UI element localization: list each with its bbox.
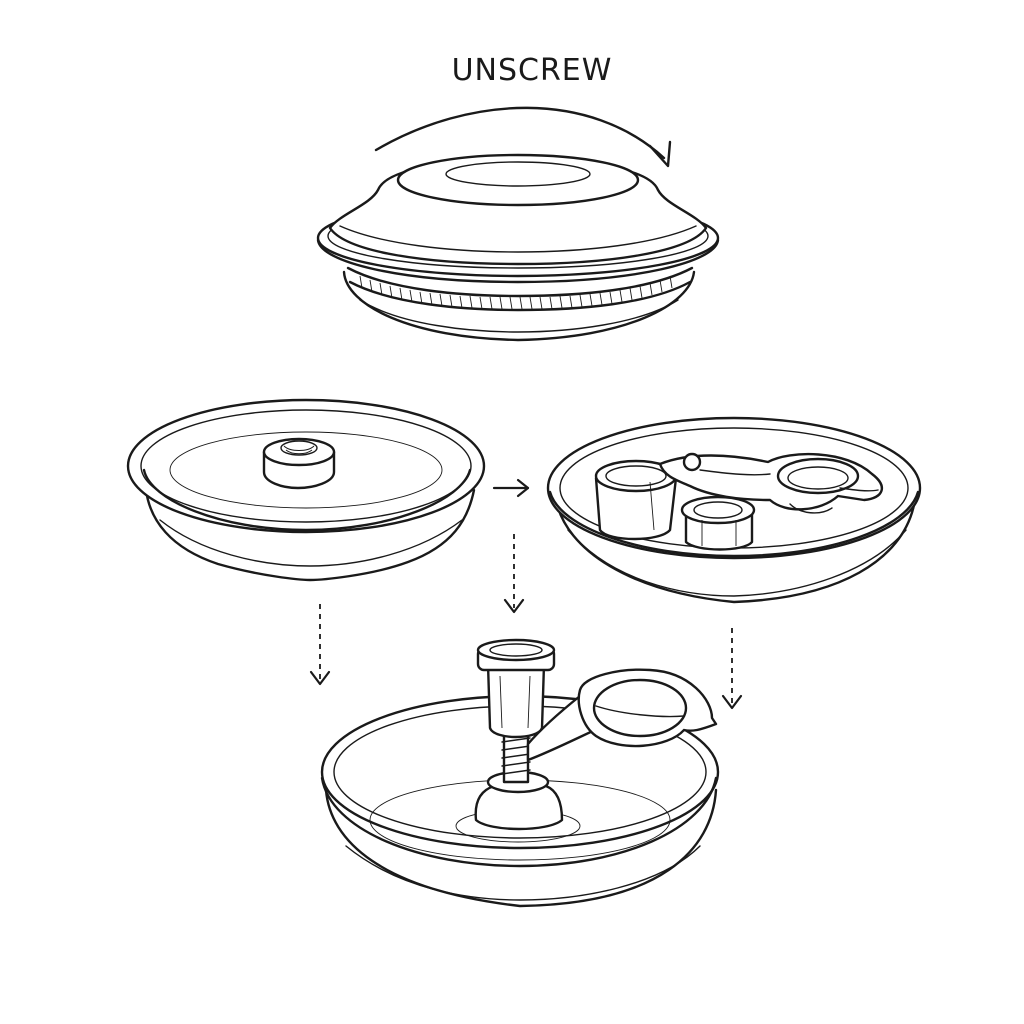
dashed-arrow-left <box>309 604 331 686</box>
bracket-piece <box>658 452 883 514</box>
parts-tray <box>546 416 922 604</box>
bottom-base-part <box>126 398 486 582</box>
threaded-stem <box>501 732 531 784</box>
right-arrow <box>492 478 530 498</box>
spool-piece <box>680 495 756 551</box>
dashed-arrow-right <box>721 628 743 710</box>
bracket-arm <box>526 668 718 762</box>
dashed-arrow-center <box>503 534 525 614</box>
cup-piece <box>594 459 678 541</box>
thread-hatching <box>359 275 673 310</box>
diagram-title: UNSCREW <box>452 53 613 88</box>
assembled-tray <box>320 638 720 908</box>
unscrew-arrow <box>374 106 672 168</box>
nozzle-cup <box>476 638 556 739</box>
assembled-container <box>316 153 720 342</box>
